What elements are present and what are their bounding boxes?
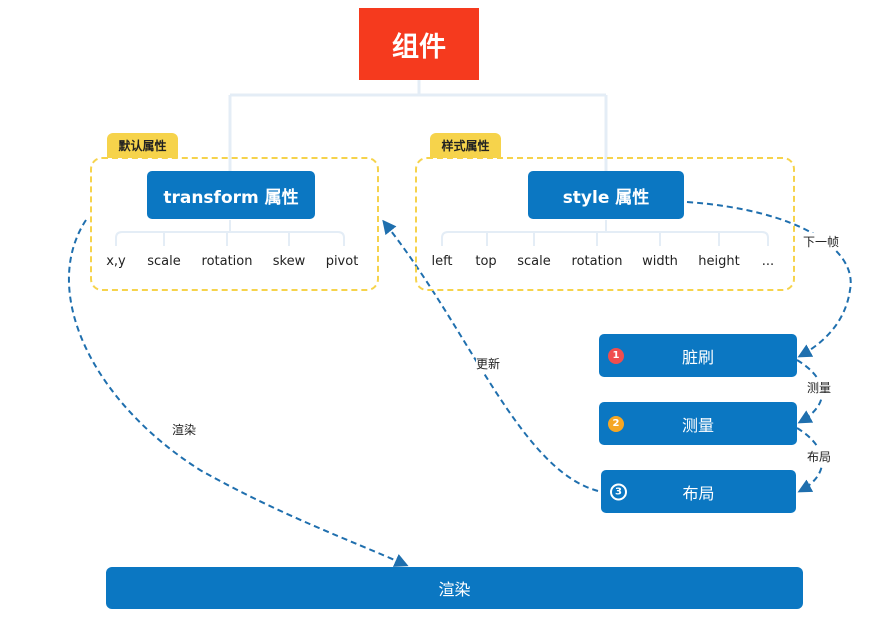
render-node: 渲染	[106, 567, 803, 609]
edge-label-update: 更新	[476, 355, 501, 372]
step-dirty-flush: 1 脏刷	[599, 334, 797, 377]
step-number-badge: 1	[608, 347, 624, 364]
step-measure: 2 测量	[599, 402, 797, 445]
leaf-skew: skew	[272, 254, 306, 269]
step-label: 测量	[681, 415, 714, 435]
step-number-badge: 2	[608, 415, 624, 432]
step-label: 脏刷	[681, 347, 714, 367]
leaf-top: top	[475, 254, 497, 269]
root-component-node: 组件	[359, 8, 479, 80]
edge-label-measure: 测量	[807, 379, 832, 396]
style-group-tag-label: 样式属性	[441, 139, 490, 153]
style-attributes-group	[415, 157, 795, 291]
leaf-rotation: rotation	[571, 254, 623, 269]
root-label: 组件	[392, 31, 446, 63]
leaf-scale: scale	[147, 254, 181, 269]
style-node: style 属性	[528, 171, 684, 219]
transform-node: transform 属性	[147, 171, 315, 219]
leaf-width: width	[642, 254, 678, 269]
leaf-left: left	[431, 254, 453, 269]
default-group-tag: 默认属性	[107, 133, 178, 158]
edge-label-layout: 布局	[807, 448, 832, 465]
leaf-xy: x,y	[106, 254, 126, 269]
style-group-tag: 样式属性	[430, 133, 501, 158]
render-node-label: 渲染	[438, 580, 471, 599]
arrow-next-frame	[686, 201, 852, 358]
leaf-scale: scale	[517, 254, 551, 269]
leaf-ellipsis: ...	[761, 254, 775, 269]
leaf-height: height	[698, 254, 740, 269]
style-node-label: style 属性	[562, 187, 650, 208]
step-number-badge: 3	[610, 483, 627, 500]
edge-label-render: 渲染	[172, 421, 197, 438]
leaf-pivot: pivot	[325, 254, 359, 269]
default-attributes-group	[90, 157, 379, 291]
leaf-rotation: rotation	[201, 254, 253, 269]
transform-node-label: transform 属性	[163, 187, 299, 208]
step-label: 布局	[682, 483, 715, 503]
edge-label-next-frame: 下一帧	[803, 233, 840, 250]
step-layout: 3 布局	[601, 470, 796, 513]
tree-lines	[228, 80, 608, 172]
default-group-tag-label: 默认属性	[118, 139, 167, 153]
leaf-brackets	[115, 220, 769, 246]
arrow-render	[67, 219, 409, 567]
